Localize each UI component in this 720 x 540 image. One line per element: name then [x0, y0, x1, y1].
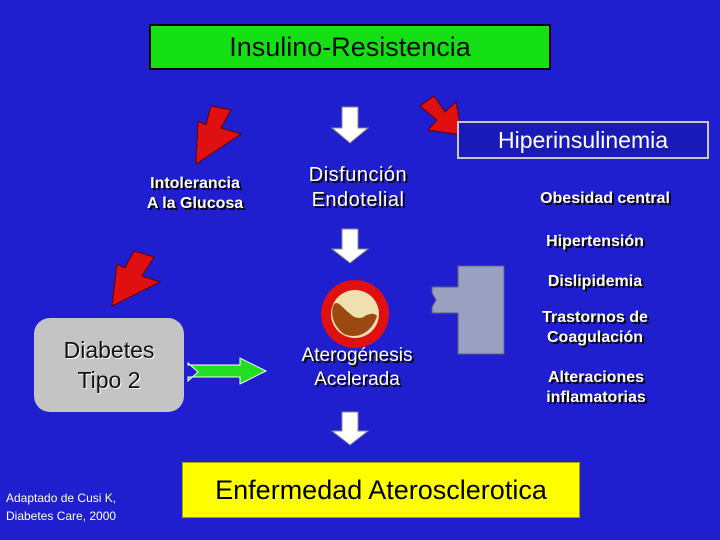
white-arrow-down-1 — [332, 107, 368, 143]
red-arrow-right — [420, 96, 462, 135]
dysfunction-line1: Disfunción — [278, 163, 438, 188]
final-box: Enfermedad Aterosclerotica — [182, 462, 580, 518]
inflammation-label: Alteraciones inflamatorias — [505, 368, 687, 408]
obesity-label: Obesidad central — [505, 189, 705, 209]
hyperinsulinemia-text: Hiperinsulinemia — [498, 127, 668, 154]
atherogenesis-label: Aterogénesis Acelerada — [272, 344, 442, 392]
intolerance-line2: A la Glucosa — [120, 194, 270, 214]
dyslipidemia-label: Dislipidemia — [505, 272, 685, 292]
hyperinsulinemia-box: Hiperinsulinemia — [457, 121, 709, 159]
diabetes-box: Diabetes Tipo 2 — [34, 318, 184, 412]
white-arrow-down-3 — [332, 412, 368, 445]
white-arrow-down-2 — [332, 229, 368, 263]
green-arrow-right — [188, 358, 266, 384]
final-text: Enfermedad Aterosclerotica — [215, 475, 547, 506]
hypertension-label: Hipertensión — [505, 232, 685, 252]
red-arrow-left-upper — [196, 106, 241, 164]
coagulation-label: Trastornos de Coagulación — [505, 308, 685, 348]
citation: Adaptado de Cusi K, Diabetes Care, 2000 — [6, 489, 156, 525]
dysfunction-line2: Endotelial — [278, 188, 438, 213]
intolerance-label: Intolerancia A la Glucosa — [120, 174, 270, 214]
bracket-arrow-left — [432, 266, 504, 354]
red-arrow-left-lower — [112, 251, 160, 306]
intolerance-line1: Intolerancia — [120, 174, 270, 194]
diabetes-line2: Tipo 2 — [64, 365, 155, 395]
title-box: Insulino-Resistencia — [149, 24, 551, 70]
artery-cross-section-icon — [321, 280, 389, 348]
dysfunction-label: Disfunción Endotelial — [278, 163, 438, 213]
title-text: Insulino-Resistencia — [229, 32, 471, 63]
diabetes-line1: Diabetes — [64, 335, 155, 365]
